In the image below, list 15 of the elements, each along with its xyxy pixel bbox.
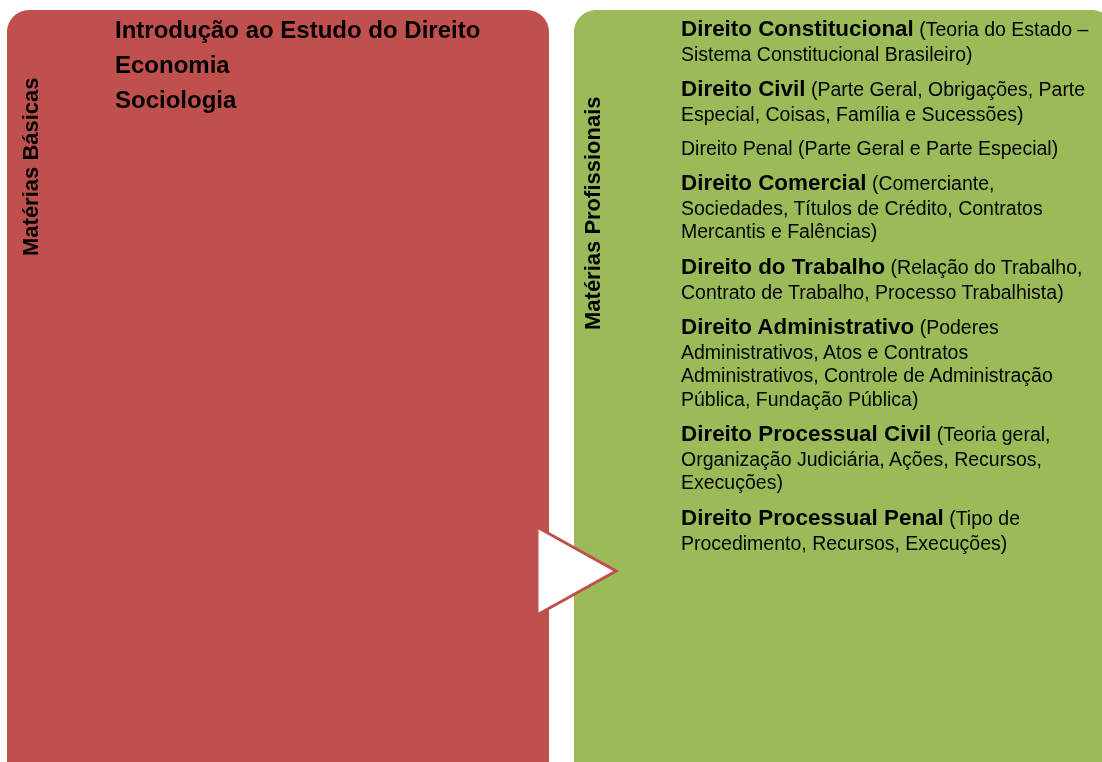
- subject-item: Direito Constitucional (Teoria do Estado – Sistema Constitucional Brasileiro): [681, 16, 1090, 67]
- subject-item: Economia: [115, 50, 231, 80]
- subject-item: Direito Processual Civil (Teoria geral, Organização Judiciária, Ações, Recursos, Execuções): [681, 421, 1052, 495]
- panel-heading: Matérias Profissionais: [580, 96, 606, 330]
- subject-item: Direito Comercial (Comerciante, Sociedades, Títulos de Crédito, Contratos Mercantis e Falências): [681, 170, 1044, 244]
- subject-item: Direito Penal (Parte Geral e Parte Especial): [681, 136, 1060, 160]
- category-panel: [574, 10, 1102, 762]
- subject-item: Direito do Trabalho (Relação do Trabalho, Contrato de Trabalho, Processo Trabalhista): [681, 253, 1084, 304]
- subject-item: Introdução ao Estudo do Direito: [115, 16, 482, 45]
- subject-item: Direito Civil (Parte Geral, Obrigações, Parte Especial, Coisas, Família e Sucessões): [681, 76, 1087, 127]
- panel-heading: Matérias Básicas: [18, 77, 44, 256]
- subject-item: Sociologia: [115, 85, 238, 115]
- subject-item: Direito Administrativo (Poderes Administrativos, Atos e Contratos Administrativos, Controle de Administração Pública, Fundação Pública): [681, 313, 1054, 412]
- category-panel: [7, 10, 549, 762]
- subject-item: Direito Processual Penal (Tipo de Procedimento, Recursos, Execuções): [681, 504, 1021, 556]
